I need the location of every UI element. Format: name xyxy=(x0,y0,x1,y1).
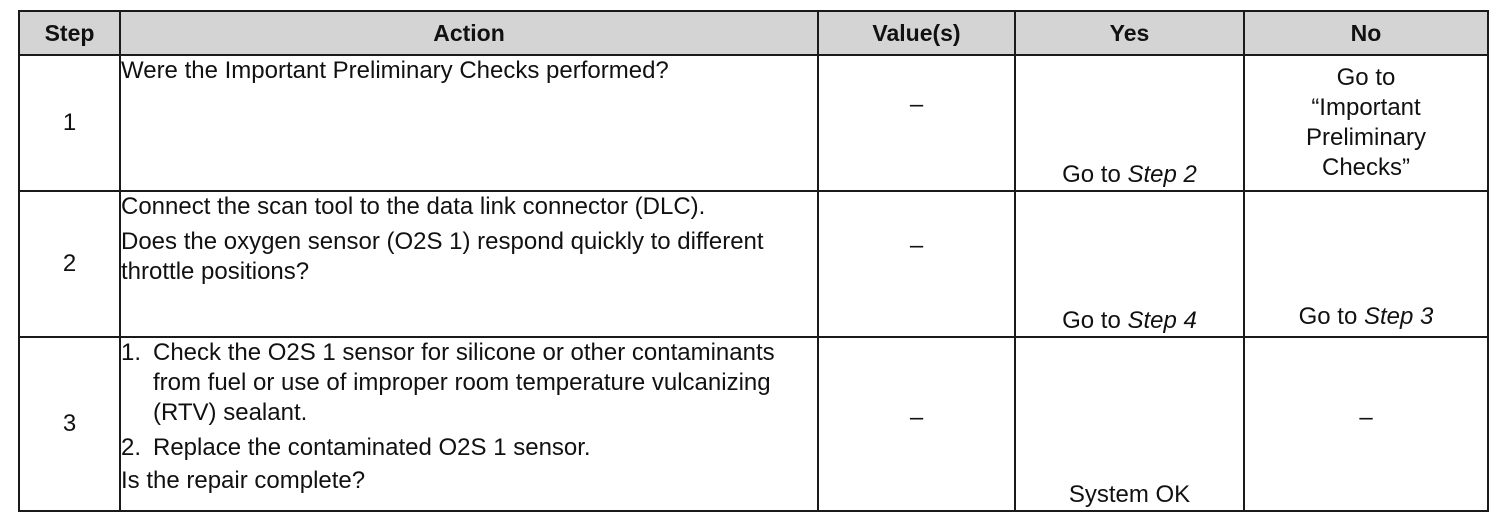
step-number: 1 xyxy=(18,54,121,192)
yes-prefix: Go to xyxy=(1062,307,1128,334)
yes-text: System OK xyxy=(1068,481,1191,508)
step-number: 2 xyxy=(18,190,121,338)
yes-cell: Go to Step 4 xyxy=(1014,190,1245,338)
no-line[interactable]: Preliminary xyxy=(1305,124,1427,151)
list-text: Check the O2S 1 sensor for silicone or o… xyxy=(153,339,775,426)
value-text: – xyxy=(909,232,924,259)
no-line: Go to xyxy=(1336,64,1396,91)
yes-step-link[interactable]: Step 2 xyxy=(1127,161,1197,188)
value-cell: – xyxy=(817,336,1016,512)
value-text: – xyxy=(909,404,924,431)
no-cell: Go to Step 3 xyxy=(1243,190,1489,338)
no-line[interactable]: “Important xyxy=(1311,94,1421,121)
value-cell: – xyxy=(817,190,1016,338)
header-yes: Yes xyxy=(1014,10,1245,56)
header-row: Step Action Value(s) Yes No xyxy=(18,10,1489,56)
table-row-step-3: 3 1. Check the O2S 1 sensor for silicone … xyxy=(18,336,1489,512)
no-prefix: Go to xyxy=(1298,303,1364,330)
header-values: Value(s) xyxy=(817,10,1016,56)
action-text: Were the Important Preliminary Checks pe… xyxy=(121,57,669,84)
table-row-step-1: 1 Were the Important Preliminary Checks … xyxy=(18,54,1489,192)
action-list-item: 1. Check the O2S 1 sensor for silicone or… xyxy=(121,338,817,428)
action-question: Is the repair complete? xyxy=(121,467,366,494)
action-text: Connect the scan tool to the data link c… xyxy=(121,193,706,220)
no-cell: Go to “Important Preliminary Checks” xyxy=(1243,54,1489,192)
action-question: Does the oxygen sensor (O2S 1) respond q… xyxy=(121,228,764,285)
yes-cell: Go to Step 2 xyxy=(1014,54,1245,192)
value-cell: – xyxy=(817,54,1016,192)
list-number: 2. xyxy=(121,434,142,461)
no-text: – xyxy=(1359,404,1373,431)
value-text: – xyxy=(909,91,924,118)
list-text: Replace the contaminated O2S 1 sensor. xyxy=(153,434,591,461)
table-row-step-2: 2 Connect the scan tool to the data link… xyxy=(18,190,1489,338)
step-number: 3 xyxy=(18,336,121,512)
diagnostic-table: Step Action Value(s) Yes No 1 Were the I… xyxy=(18,10,1489,512)
action-cell: 1. Check the O2S 1 sensor for silicone or… xyxy=(119,336,819,512)
yes-cell: System OK xyxy=(1014,336,1245,512)
no-step-link[interactable]: Step 3 xyxy=(1363,303,1434,330)
action-list-item: 2. Replace the contaminated O2S 1 sensor. xyxy=(121,433,817,463)
list-number: 1. xyxy=(121,339,142,366)
no-cell: – xyxy=(1243,336,1489,512)
yes-prefix: Go to xyxy=(1062,161,1128,188)
action-cell: Connect the scan tool to the data link c… xyxy=(119,190,819,338)
header-step: Step xyxy=(18,10,121,56)
header-action: Action xyxy=(119,10,819,56)
no-line[interactable]: Checks” xyxy=(1321,154,1411,181)
action-cell: Were the Important Preliminary Checks pe… xyxy=(119,54,819,192)
yes-step-link[interactable]: Step 4 xyxy=(1127,307,1197,334)
header-no: No xyxy=(1243,10,1489,56)
